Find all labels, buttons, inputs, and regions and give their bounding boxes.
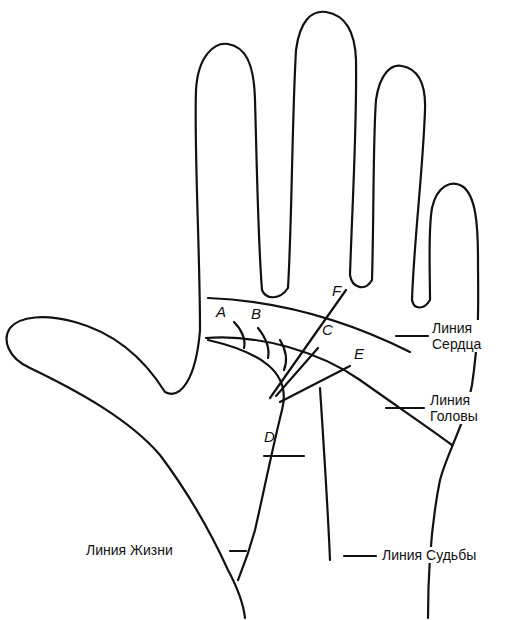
- line-name: Линия Головы: [428, 392, 512, 424]
- line-name: Линия Жизни: [84, 542, 175, 558]
- head-line: [206, 337, 452, 445]
- leader-line: [344, 555, 376, 557]
- leader-line: [386, 407, 424, 409]
- fate-line: [320, 388, 330, 560]
- callout-letter: D: [262, 428, 277, 445]
- callout-letter: A: [214, 303, 228, 320]
- leader-line: [396, 335, 428, 337]
- callout-letter: E: [352, 345, 366, 362]
- mark-line: [280, 366, 350, 402]
- mark-line: [264, 455, 304, 457]
- mark-line: [270, 290, 346, 398]
- life-line: [208, 340, 284, 580]
- line-name: Линия Судьбы: [380, 547, 478, 563]
- leader-line: [230, 550, 246, 552]
- mark-arc: [234, 322, 245, 348]
- hand-outline: [7, 12, 479, 618]
- callout-letter: B: [249, 305, 263, 322]
- mark-arc: [258, 328, 269, 358]
- callout-letter: F: [330, 282, 343, 299]
- mark-arc: [280, 340, 286, 370]
- callout-letter: C: [320, 321, 335, 338]
- mark-line: [276, 348, 318, 396]
- line-name: Линия Сердца: [430, 320, 514, 352]
